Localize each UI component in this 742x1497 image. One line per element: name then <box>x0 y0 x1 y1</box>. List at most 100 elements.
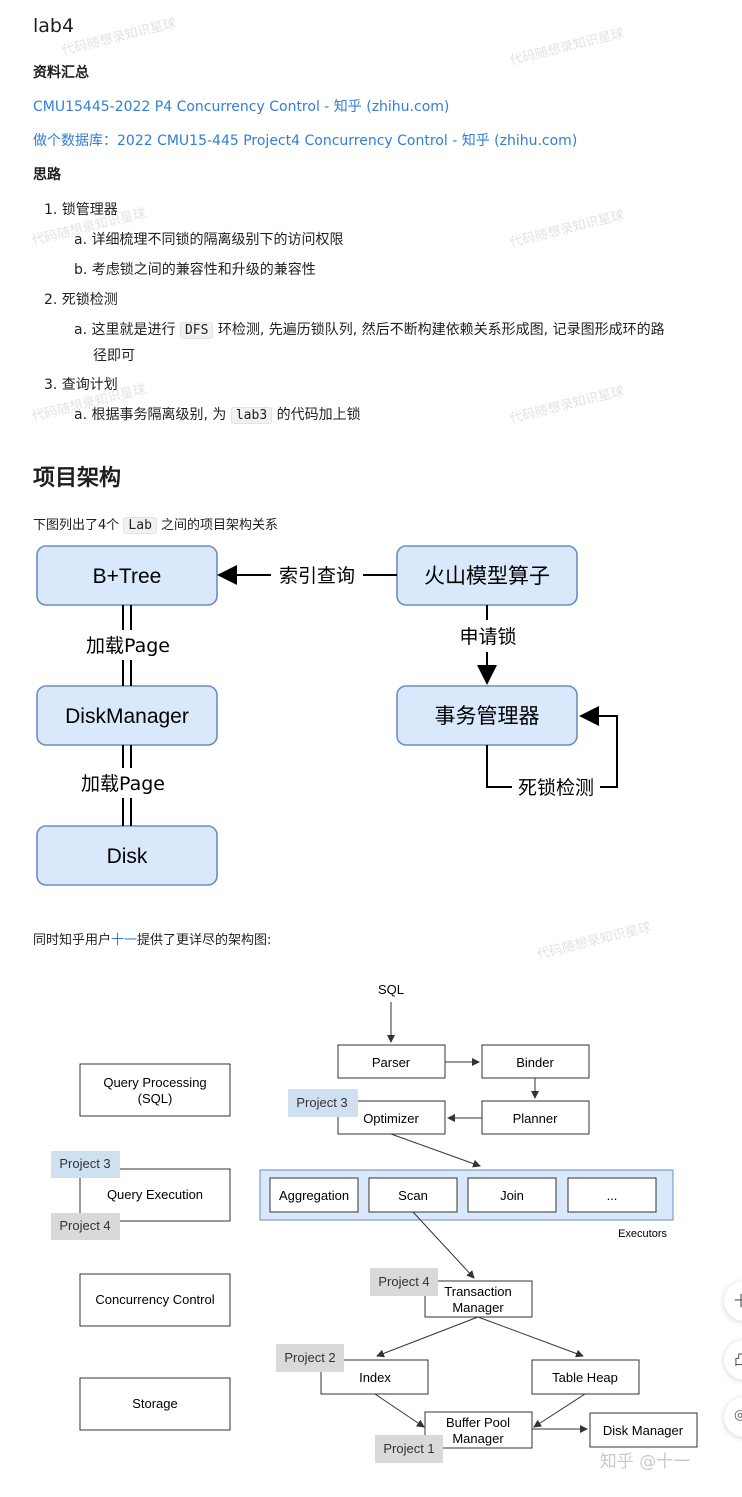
watermark: 代码随想录知识星球 <box>508 26 626 69</box>
list-item-continued: 径即可 <box>93 348 135 364</box>
list-item: 2. 死锁检测 <box>44 292 118 308</box>
more-box <box>567 1177 657 1213</box>
intro-text: 之间的项目架构关系 <box>161 518 279 533</box>
watermark: 代码随想录知识星球 <box>535 920 653 963</box>
cc-label: Concurrency Control <box>95 1292 214 1307</box>
optimizer-label: Optimizer <box>363 1111 419 1126</box>
project2-tag <box>276 1344 344 1372</box>
volcano-label: 火山模型算子 <box>424 564 550 588</box>
list-item: a. 详细梳理不同锁的隔离级别下的访问权限 <box>74 232 344 248</box>
architecture-diagram: B+Tree 火山模型算子 DiskManager 事务管理器 Disk 索引查… <box>36 545 618 886</box>
txn-manager-box <box>424 1280 533 1318</box>
scan-label: Scan <box>398 1188 428 1203</box>
project4-label: Project 4 <box>378 1274 429 1289</box>
aggregation-label: Aggregation <box>279 1188 349 1203</box>
page-title: lab4 <box>33 15 75 37</box>
intro-text: 下图列出了4个 <box>33 518 120 533</box>
executors-label: Executors <box>618 1228 667 1240</box>
join-box <box>467 1177 557 1213</box>
arch-intro: 下图列出了4个 Lab 之间的项目架构关系 <box>33 514 279 534</box>
watermark: 代码随想录知识星球 <box>508 208 626 251</box>
more-label: ... <box>607 1188 618 1203</box>
bpm-label: Buffer Pool <box>446 1415 510 1430</box>
qp-label: Query Processing <box>103 1075 206 1090</box>
deadlock-label: 死锁检测 <box>518 777 594 799</box>
comment-icon: ◎ <box>734 1407 742 1423</box>
add-button[interactable]: 十 <box>724 1281 742 1321</box>
index-label: Index <box>359 1370 391 1385</box>
plus-icon: 十 <box>734 1294 742 1310</box>
disk-manager-label: Disk Manager <box>603 1423 684 1438</box>
project4-tag <box>370 1268 438 1296</box>
list-item: b. 考虑锁之间的兼容性和升级的兼容性 <box>74 262 316 278</box>
like-button[interactable]: 凸 <box>724 1340 742 1380</box>
resource-link-2[interactable]: 做个数据库：2022 CMU15-445 Project4 Concurrenc… <box>33 133 578 149</box>
qe-label: Query Execution <box>107 1187 203 1202</box>
resource-link-1[interactable]: CMU15445-2022 P4 Concurrency Control - 知… <box>33 99 450 115</box>
list-item: 1. 锁管理器 <box>44 202 118 218</box>
inline-code: Lab <box>123 517 157 534</box>
txnmanager-label: 事务管理器 <box>435 704 540 728</box>
binder-label: Binder <box>516 1055 554 1070</box>
parser-label: Parser <box>372 1055 411 1070</box>
load-page-label: 加载Page <box>81 773 165 795</box>
load-page-label: 加载Page <box>86 635 170 657</box>
qp-label-sql: (SQL) <box>138 1091 173 1106</box>
inline-code: lab3 <box>230 407 273 424</box>
watermark: 代码随想录知识星球 <box>60 16 178 59</box>
bptree-label: B+Tree <box>93 565 162 588</box>
request-lock-label: 申请锁 <box>459 626 516 648</box>
resources-heading: 资料汇总 <box>33 65 89 81</box>
table-heap-box <box>531 1359 640 1395</box>
planner-box <box>481 1100 590 1135</box>
diskmanager-label: DiskManager <box>65 705 189 728</box>
list-item: a. 这里就是进行 DFS 环检测, 先遍历锁队列, 然后不断构建依赖关系形成图… <box>74 319 665 339</box>
join-label: Join <box>500 1188 524 1203</box>
list-item: a. 根据事务隔离级别, 为 lab3 的代码加上锁 <box>74 404 361 424</box>
list-item-text: a. 这里就是进行 <box>74 322 176 338</box>
list-item-text: 环检测, 先遍历锁队列, 然后不断构建依赖关系形成图, 记录图形成环的路 <box>217 322 665 338</box>
txn-manager-label: Transaction <box>444 1284 511 1299</box>
project1-label: Project 1 <box>383 1441 434 1456</box>
disk-label: Disk <box>107 845 148 868</box>
list-item: 3. 查询计划 <box>44 377 118 393</box>
scan-box <box>368 1177 458 1213</box>
aggregation-box <box>269 1177 359 1213</box>
project3-tag <box>51 1151 120 1178</box>
index-query-label: 索引查询 <box>279 565 355 587</box>
table-heap-label: Table Heap <box>552 1370 618 1385</box>
section-heading: 项目架构 <box>33 466 122 491</box>
project4-tag <box>51 1213 120 1240</box>
txn-manager-label: Manager <box>452 1300 504 1315</box>
zhihu-watermark: 知乎 @十一 <box>600 1452 690 1472</box>
planner-label: Planner <box>513 1111 558 1126</box>
thumb-up-icon: 凸 <box>734 1353 742 1369</box>
ideas-heading: 思路 <box>33 167 61 183</box>
para2: 同时知乎用户十一提供了更详尽的架构图: <box>33 929 271 948</box>
list-item-text: a. 根据事务隔离级别, 为 <box>74 407 227 423</box>
disk-box <box>36 825 218 886</box>
detailed-architecture-diagram: Query Processing (SQL) Query Execution P… <box>51 982 698 1472</box>
project3-label: Project 3 <box>296 1095 347 1110</box>
diskmanager-box <box>36 685 218 746</box>
cc-box <box>79 1273 231 1327</box>
list-item-text: 的代码加上锁 <box>276 407 361 423</box>
bpm-label: Manager <box>452 1431 504 1446</box>
qp-box <box>79 1063 231 1117</box>
project4-label: Project 4 <box>59 1218 110 1233</box>
watermark: 代码随想录知识星球 <box>508 384 626 427</box>
project1-tag <box>375 1435 443 1463</box>
para2-text: 同时知乎用户 <box>33 933 112 948</box>
comment-button[interactable]: ◎ <box>724 1397 742 1437</box>
project3-tag <box>288 1089 358 1117</box>
sql-label: SQL <box>378 982 404 997</box>
disk-manager-box <box>589 1412 698 1448</box>
project3-label: Project 3 <box>59 1156 110 1171</box>
storage-box <box>79 1377 231 1431</box>
project2-label: Project 2 <box>284 1350 335 1365</box>
user-link[interactable]: 十一 <box>111 933 138 948</box>
binder-box <box>481 1044 590 1079</box>
storage-label: Storage <box>132 1396 178 1411</box>
para2-text: 提供了更详尽的架构图: <box>137 933 272 948</box>
inline-code: DFS <box>179 322 214 339</box>
